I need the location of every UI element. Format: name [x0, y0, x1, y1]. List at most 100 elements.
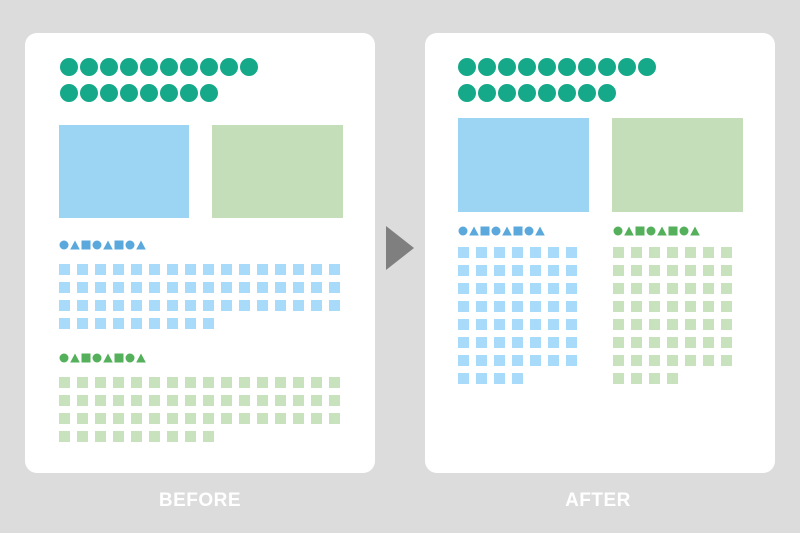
title-dot — [240, 58, 258, 76]
circle-icon — [125, 353, 135, 363]
empty-cell — [311, 431, 322, 442]
text-placeholder-cell — [149, 318, 160, 329]
text-placeholder-cell — [221, 395, 232, 406]
text-placeholder-cell — [77, 431, 88, 442]
text-placeholder-cell — [548, 265, 559, 276]
empty-cell — [221, 318, 232, 329]
text-placeholder-cell — [566, 301, 577, 312]
text-placeholder-cell — [548, 319, 559, 330]
title-dot — [498, 58, 516, 76]
circle-icon — [458, 226, 468, 236]
text-placeholder-cell — [131, 413, 142, 424]
text-placeholder-cell — [631, 355, 642, 366]
text-placeholder-cell — [203, 395, 214, 406]
text-placeholder-cell — [95, 318, 106, 329]
text-placeholder-cell — [149, 431, 160, 442]
green-image-block — [212, 125, 343, 218]
text-placeholder-cell — [221, 282, 232, 293]
title-dots-row-2 — [60, 84, 220, 102]
empty-cell — [548, 373, 559, 384]
text-placeholder-cell — [721, 301, 732, 312]
triangle-icon — [469, 226, 479, 236]
text-placeholder-cell — [476, 355, 487, 366]
text-placeholder-cell — [548, 355, 559, 366]
title-dot — [80, 58, 98, 76]
text-placeholder-cell — [113, 395, 124, 406]
text-placeholder-cell — [703, 247, 714, 258]
text-placeholder-cell — [548, 337, 559, 348]
text-placeholder-cell — [613, 337, 624, 348]
text-placeholder-cell — [721, 265, 732, 276]
text-placeholder-cell — [458, 301, 469, 312]
title-dot — [458, 84, 476, 102]
empty-cell — [566, 373, 577, 384]
text-placeholder-cell — [548, 247, 559, 258]
text-placeholder-cell — [257, 413, 268, 424]
text-placeholder-cell — [203, 264, 214, 275]
text-placeholder-cell — [649, 247, 660, 258]
title-dot — [120, 84, 138, 102]
empty-cell — [685, 373, 696, 384]
text-placeholder-cell — [167, 318, 178, 329]
text-placeholder-cell — [275, 282, 286, 293]
text-placeholder-cell — [613, 247, 624, 258]
triangle-icon — [535, 226, 545, 236]
text-placeholder-cell — [239, 395, 250, 406]
text-placeholder-cell — [131, 264, 142, 275]
title-dot — [160, 58, 178, 76]
text-placeholder-cell — [649, 373, 660, 384]
text-placeholder-cell — [167, 264, 178, 275]
empty-cell — [239, 318, 250, 329]
title-dot — [518, 84, 536, 102]
empty-cell — [293, 431, 304, 442]
text-placeholder-cell — [476, 265, 487, 276]
title-dot — [60, 58, 78, 76]
text-placeholder-cell — [131, 282, 142, 293]
triangle-icon — [657, 226, 667, 236]
text-placeholder-cell — [167, 300, 178, 311]
square-icon — [668, 226, 678, 236]
text-placeholder-cell — [685, 337, 696, 348]
text-placeholder-cell — [293, 282, 304, 293]
text-placeholder-cell — [185, 431, 196, 442]
blue-image-block — [458, 118, 589, 212]
text-placeholder-cell — [293, 413, 304, 424]
text-placeholder-cell — [458, 337, 469, 348]
text-placeholder-cell — [113, 413, 124, 424]
title-dot — [160, 84, 178, 102]
text-placeholder-cell — [548, 283, 559, 294]
text-placeholder-cell — [185, 300, 196, 311]
text-placeholder-cell — [239, 413, 250, 424]
text-placeholder-cell — [275, 395, 286, 406]
text-placeholder-cell — [703, 301, 714, 312]
text-placeholder-cell — [221, 264, 232, 275]
text-placeholder-cell — [631, 265, 642, 276]
text-placeholder-cell — [167, 395, 178, 406]
text-placeholder-cell — [77, 413, 88, 424]
text-placeholder-cell — [613, 355, 624, 366]
text-placeholder-cell — [703, 283, 714, 294]
text-placeholder-cell — [685, 301, 696, 312]
text-placeholder-cell — [458, 373, 469, 384]
title-dot — [618, 58, 636, 76]
text-placeholder-cell — [185, 413, 196, 424]
text-placeholder-cell — [329, 395, 340, 406]
text-placeholder-cell — [95, 377, 106, 388]
empty-cell — [293, 318, 304, 329]
triangle-icon — [136, 240, 146, 250]
text-placeholder-cell — [329, 300, 340, 311]
text-placeholder-cell — [613, 283, 624, 294]
text-placeholder-cell — [649, 283, 660, 294]
text-placeholder-cell — [239, 264, 250, 275]
text-placeholder-cell — [685, 355, 696, 366]
text-placeholder-cell — [275, 300, 286, 311]
text-placeholder-cell — [95, 431, 106, 442]
text-placeholder-cell — [548, 301, 559, 312]
title-dot — [200, 58, 218, 76]
text-placeholder-cell — [649, 301, 660, 312]
text-placeholder-cell — [131, 318, 142, 329]
title-dot — [180, 58, 198, 76]
text-placeholder-cell — [113, 377, 124, 388]
text-placeholder-cell — [530, 337, 541, 348]
title-dot — [100, 58, 118, 76]
